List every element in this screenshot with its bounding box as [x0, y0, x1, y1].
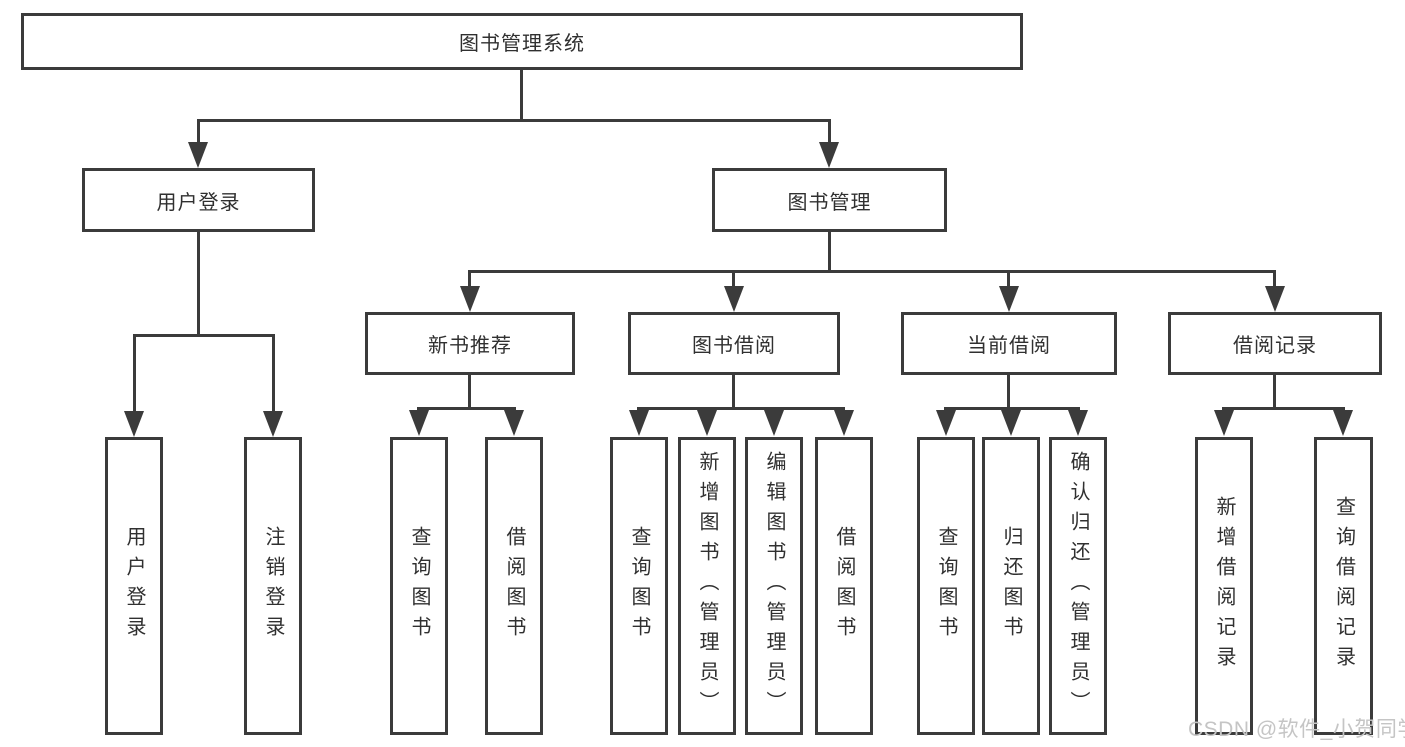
connector-hline	[197, 119, 831, 122]
node-book-borrow: 图书借阅	[628, 312, 840, 375]
leaf-edit-book-admin-label: 编辑图书（管理员）	[763, 451, 785, 721]
connector-arrowhead	[629, 410, 649, 436]
connector-vline	[468, 270, 471, 290]
connector-hline	[637, 407, 845, 410]
connector-arrowhead	[834, 410, 854, 436]
leaf-query-books-1-label: 查询图书	[408, 526, 430, 646]
connector-arrowhead	[999, 286, 1019, 312]
connector-arrowhead	[409, 410, 429, 436]
connector-arrowhead	[504, 410, 524, 436]
leaf-query-borrow-record-label: 查询借阅记录	[1332, 496, 1355, 676]
connector-vline	[732, 270, 735, 290]
leaf-query-borrow-record: 查询借阅记录	[1314, 437, 1373, 735]
leaf-user-login-label: 用户登录	[123, 526, 145, 646]
connector-arrowhead	[1214, 410, 1234, 436]
connector-vline	[1273, 375, 1276, 410]
node-book-management-label: 图书管理	[787, 191, 872, 214]
connector-vline	[133, 334, 136, 413]
leaf-borrow-books-2-label: 借阅图书	[833, 526, 855, 646]
leaf-query-books-3: 查询图书	[917, 437, 975, 735]
connector-vline	[828, 232, 831, 273]
connector-vline	[520, 70, 523, 122]
connector-arrowhead	[697, 410, 717, 436]
leaf-query-books-2-label: 查询图书	[628, 526, 650, 646]
connector-arrowhead	[819, 142, 839, 168]
node-current-borrow: 当前借阅	[901, 312, 1117, 375]
connector-vline	[828, 119, 831, 145]
connector-vline	[468, 375, 471, 410]
node-borrow-records: 借阅记录	[1168, 312, 1382, 375]
connector-hline	[468, 270, 1276, 273]
connector-arrowhead	[1265, 286, 1285, 312]
leaf-user-login: 用户登录	[105, 437, 163, 735]
leaf-return-books: 归还图书	[982, 437, 1040, 735]
connector-arrowhead	[263, 411, 283, 437]
leaf-return-books-label: 归还图书	[1000, 526, 1022, 646]
connector-vline	[272, 334, 275, 413]
connector-vline	[1007, 270, 1010, 290]
connector-arrowhead	[124, 411, 144, 437]
leaf-confirm-return-admin: 确认归还（管理员）	[1049, 437, 1107, 735]
node-new-book-recommend: 新书推荐	[365, 312, 575, 375]
connector-vline	[1007, 375, 1010, 410]
connector-hline	[417, 407, 516, 410]
connector-vline	[1273, 270, 1276, 290]
leaf-edit-book-admin: 编辑图书（管理员）	[745, 437, 803, 735]
connector-hline	[133, 334, 275, 337]
node-user-login: 用户登录	[82, 168, 315, 232]
connector-arrowhead	[1001, 410, 1021, 436]
leaf-add-book-admin: 新增图书（管理员）	[678, 437, 736, 735]
leaf-add-borrow-record: 新增借阅记录	[1195, 437, 1253, 735]
connector-hline	[1222, 407, 1345, 410]
node-book-management: 图书管理	[712, 168, 947, 232]
node-library-system: 图书管理系统	[21, 13, 1023, 70]
leaf-logout: 注销登录	[244, 437, 302, 735]
connector-arrowhead	[188, 142, 208, 168]
node-new-book-recommend-label: 新书推荐	[428, 335, 512, 357]
node-user-login-label: 用户登录	[156, 191, 241, 214]
leaf-logout-label: 注销登录	[262, 526, 284, 646]
connector-arrowhead	[724, 286, 744, 312]
node-library-system-label: 图书管理系统	[459, 33, 585, 55]
connector-vline	[732, 375, 735, 410]
connector-arrowhead	[460, 286, 480, 312]
leaf-add-book-admin-label: 新增图书（管理员）	[696, 451, 718, 721]
node-borrow-records-label: 借阅记录	[1233, 335, 1317, 357]
connector-arrowhead	[936, 410, 956, 436]
connector-arrowhead	[764, 410, 784, 436]
connector-vline	[197, 232, 200, 337]
leaf-query-books-3-label: 查询图书	[935, 526, 957, 646]
csdn-watermark: CSDN @软件_小贺同学	[1188, 718, 1405, 741]
leaf-borrow-books-1-label: 借阅图书	[503, 526, 525, 646]
leaf-add-borrow-record-label: 新增借阅记录	[1213, 496, 1235, 676]
connector-arrowhead	[1068, 410, 1088, 436]
leaf-query-books-1: 查询图书	[390, 437, 448, 735]
connector-vline	[197, 119, 200, 145]
node-book-borrow-label: 图书借阅	[692, 335, 776, 357]
connector-arrowhead	[1333, 410, 1353, 436]
node-current-borrow-label: 当前借阅	[967, 335, 1051, 357]
leaf-confirm-return-admin-label: 确认归还（管理员）	[1067, 451, 1089, 721]
leaf-borrow-books-1: 借阅图书	[485, 437, 543, 735]
connector-hline	[944, 407, 1080, 410]
leaf-borrow-books-2: 借阅图书	[815, 437, 873, 735]
leaf-query-books-2: 查询图书	[610, 437, 668, 735]
